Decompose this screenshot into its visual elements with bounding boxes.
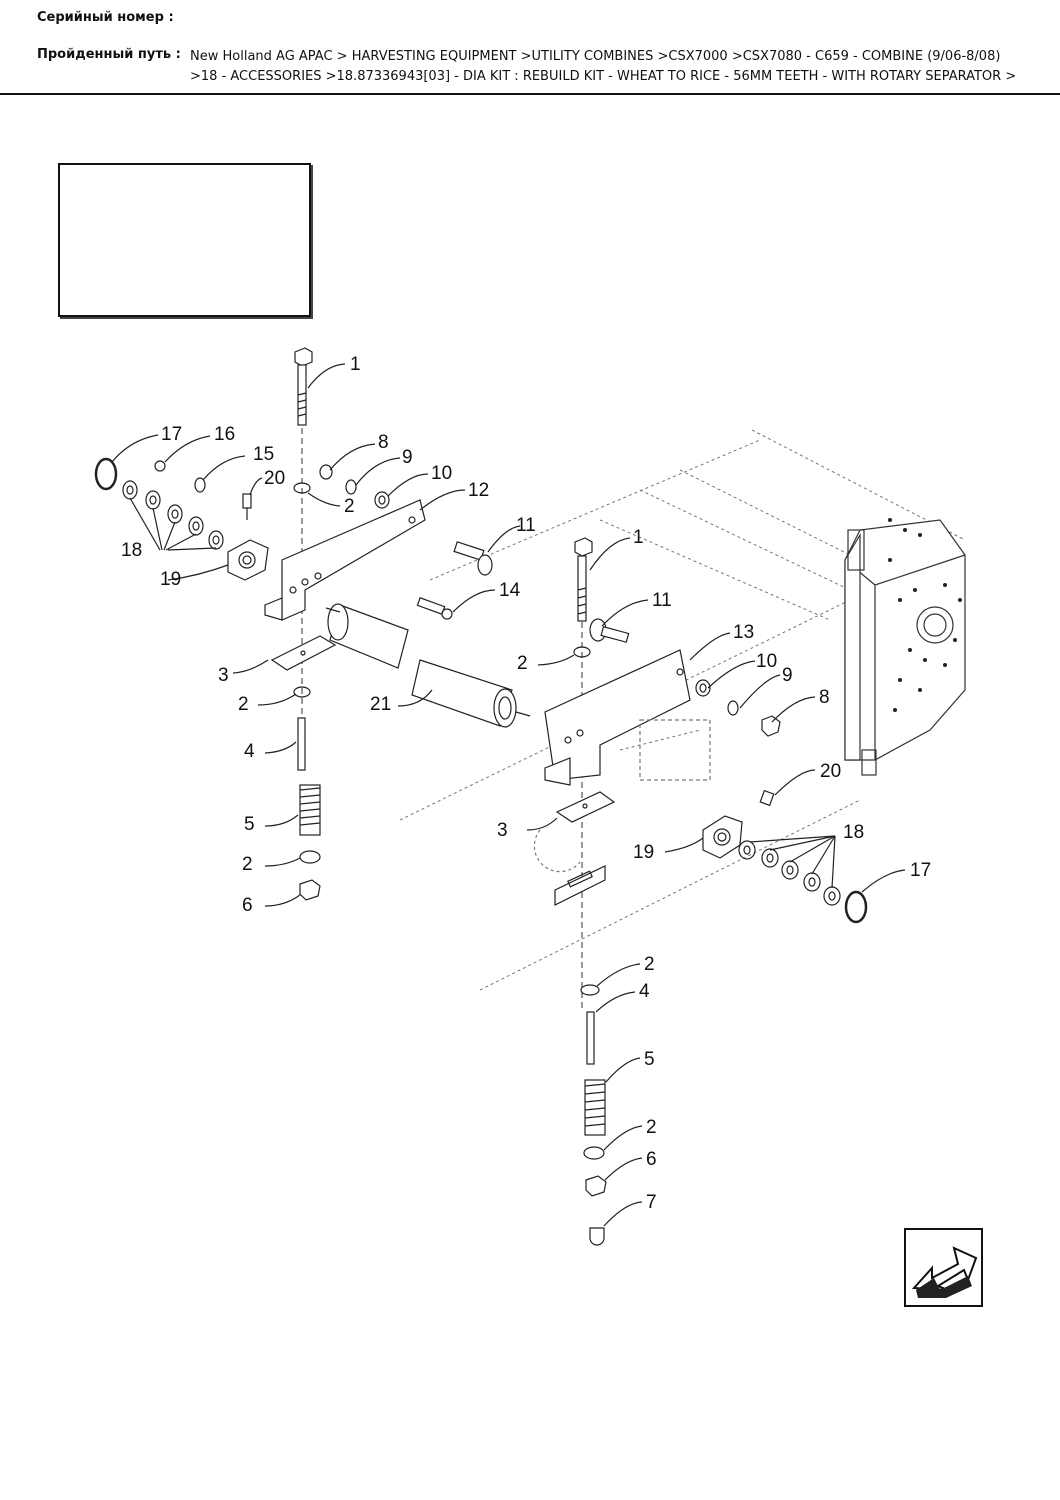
callout-17: 17	[910, 860, 931, 881]
left-snap-ring	[94, 457, 118, 491]
callout-10: 10	[431, 463, 452, 484]
callout-5: 5	[644, 1049, 655, 1070]
path-label: Пройденный путь :	[37, 47, 181, 62]
left-plate	[270, 635, 337, 671]
grease-fitting	[242, 493, 252, 520]
callout-20: 20	[264, 468, 285, 489]
callout-2: 2	[644, 954, 655, 975]
callout-5: 5	[244, 814, 255, 835]
callout-2: 2	[344, 496, 355, 517]
callout-19: 19	[633, 842, 654, 863]
left-flange-bearing	[227, 539, 269, 581]
callout-21: 21	[370, 694, 391, 715]
right-bracket	[544, 649, 711, 786]
arrow-back-icon-glyph	[911, 1246, 978, 1298]
callout-18: 18	[121, 540, 142, 561]
left-nuts	[319, 464, 390, 509]
callout-4: 4	[244, 741, 255, 762]
callout-6: 6	[646, 1149, 657, 1170]
callout-4: 4	[639, 981, 650, 1002]
small-nut	[154, 460, 166, 472]
left-washers	[122, 480, 224, 550]
callout-6: 6	[242, 895, 253, 916]
callout-2: 2	[238, 694, 249, 715]
callout-11: 11	[516, 515, 536, 536]
callout-2: 2	[517, 653, 528, 674]
callout-10: 10	[756, 651, 777, 672]
callout-20: 20	[820, 761, 841, 782]
right-nuts	[695, 679, 781, 737]
roller-tube	[325, 603, 531, 728]
left-bracket	[264, 499, 426, 621]
callout-2: 2	[242, 854, 253, 875]
housing-holes	[888, 518, 962, 712]
breadcrumb-path: New Holland AG APAC > HARVESTING EQUIPME…	[190, 47, 1030, 86]
callout-16: 16	[214, 424, 235, 445]
callout-8: 8	[819, 687, 830, 708]
callout-14: 14	[499, 580, 521, 601]
right-snap-ring	[844, 890, 868, 924]
serial-number-label: Серийный номер :	[37, 10, 174, 25]
empty-frame	[58, 163, 311, 317]
small-washer	[194, 477, 206, 493]
left-spring-stack	[293, 686, 321, 901]
header-divider	[0, 93, 1060, 95]
left-bolt	[294, 347, 313, 426]
small-bolt	[416, 597, 453, 620]
callout-1: 1	[350, 354, 361, 375]
callout-12: 12	[468, 480, 489, 501]
breadcrumb-line-2[interactable]: >18 - ACCESSORIES >18.87336943[03] - DIA…	[190, 68, 1017, 84]
callout-3: 3	[218, 665, 229, 686]
arrow-back-icon[interactable]	[904, 1228, 983, 1307]
callout-1: 1	[633, 527, 644, 548]
right-grease-fitting	[759, 789, 775, 807]
callout-19: 19	[160, 569, 181, 590]
left-carriage-bolt	[453, 541, 493, 576]
callout-7: 7	[646, 1192, 657, 1213]
combine-housing	[844, 519, 966, 776]
breadcrumb-line-1[interactable]: New Holland AG APAC > HARVESTING EQUIPME…	[190, 49, 1001, 64]
right-plate	[533, 791, 616, 906]
leader-lines	[111, 363, 906, 1227]
callout-18: 18	[843, 822, 864, 843]
washer	[293, 482, 311, 494]
callout-2: 2	[646, 1117, 657, 1138]
right-flange-bearing	[702, 815, 743, 859]
callout-15: 15	[253, 444, 274, 465]
callout-9: 9	[402, 447, 413, 468]
right-washers	[738, 840, 841, 906]
callout-9: 9	[782, 665, 793, 686]
callout-3: 3	[497, 820, 508, 841]
callout-8: 8	[378, 432, 389, 453]
callout-17: 17	[161, 424, 182, 445]
right-carriage-bolt	[589, 618, 630, 643]
right-bolt	[574, 537, 593, 622]
callout-11: 11	[652, 590, 672, 611]
callout-13: 13	[733, 622, 754, 643]
header: Серийный номер : Пройденный путь : New H…	[0, 0, 1060, 96]
callouts: 1 17 16 15 20 8 9 10 12 18 19 11 14 2 3 …	[121, 354, 931, 1213]
right-spring-stack	[580, 984, 607, 1246]
